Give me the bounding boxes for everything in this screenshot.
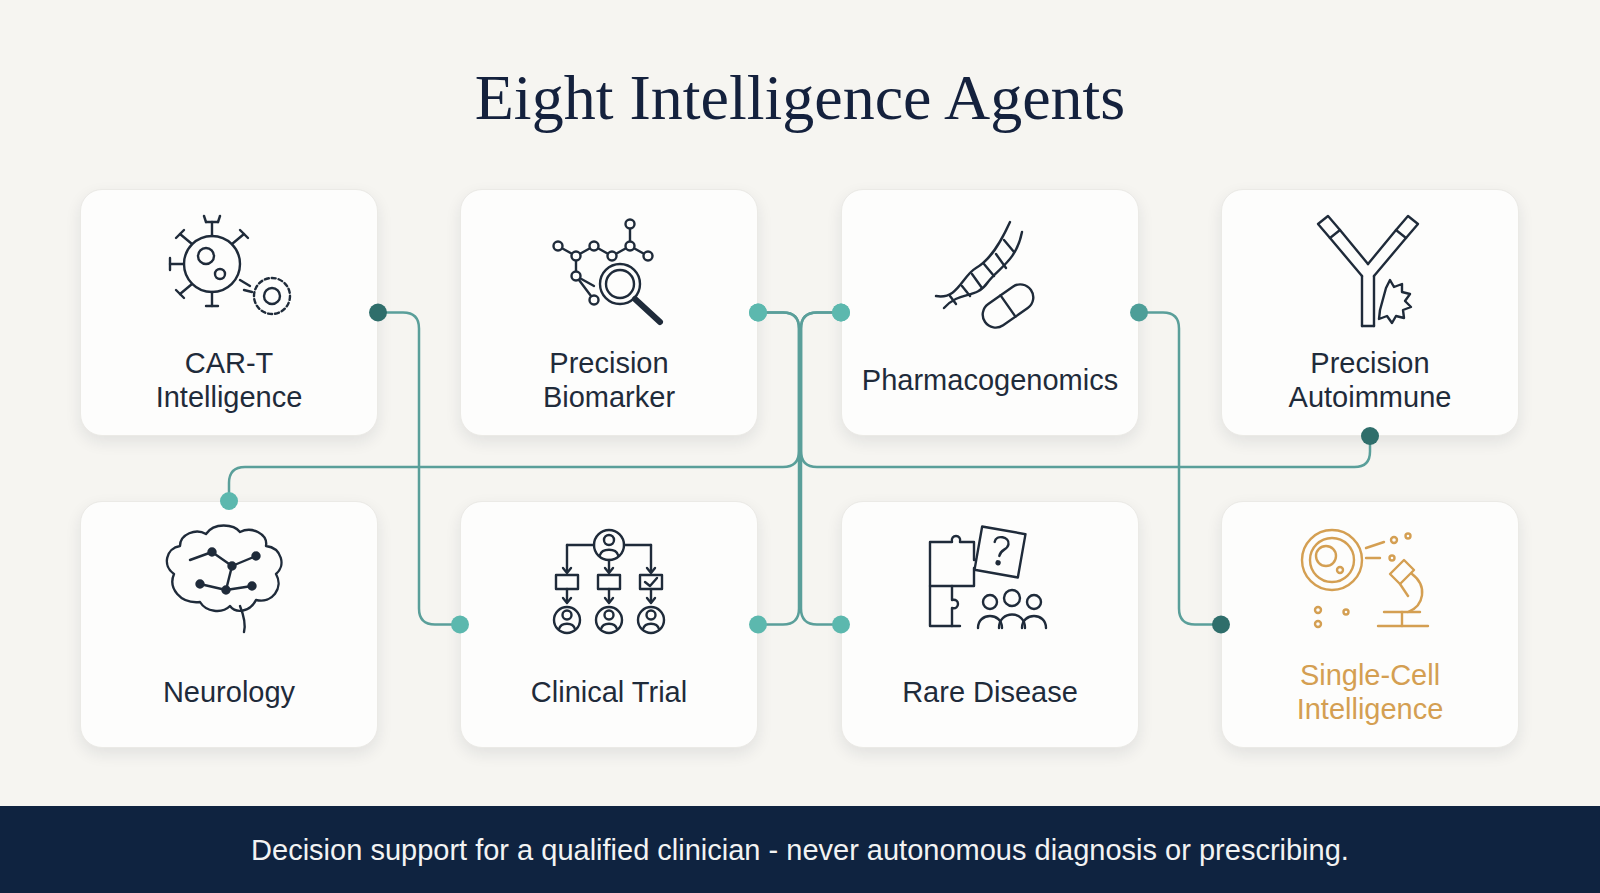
biomarker-icon (554, 220, 661, 323)
brain-icon (167, 526, 282, 633)
node-label: Neurology (163, 675, 295, 709)
diagram-title: Eight Intelligence Agents (0, 58, 1600, 138)
connector-line (1139, 313, 1221, 625)
agent-card: Precision Autoimmune (1221, 189, 1519, 436)
connector-dot (220, 492, 238, 510)
connector-dot (1361, 427, 1379, 445)
cell-microscope-icon (1302, 530, 1428, 627)
connector-line (758, 313, 799, 625)
trial-flow-icon (554, 530, 664, 633)
label-area: Rare Disease (842, 642, 1138, 742)
connector-dot (369, 304, 387, 322)
node-label: Clinical Trial (531, 675, 687, 709)
connector-dot (451, 616, 469, 634)
connector-dot (749, 304, 767, 322)
connector-dot (832, 304, 850, 322)
agent-card: CAR-T Intelligence (80, 189, 378, 436)
puzzle-people-icon (930, 527, 1046, 628)
disclaimer-band: Decision support for a qualified clinici… (0, 806, 1600, 893)
node-label: Decision support for a qualified clinici… (251, 832, 1349, 868)
agent-card: Neurology (80, 501, 378, 748)
connector-dot (832, 616, 850, 634)
agent-card: Clinical Trial (460, 501, 758, 748)
connector-dot (832, 304, 850, 322)
node-label: Rare Disease (902, 675, 1078, 709)
label-area: Pharmacogenomics (842, 330, 1138, 430)
connector-line (378, 313, 460, 625)
connector-dot (1212, 616, 1230, 634)
car-t-icon (170, 216, 290, 314)
agent-card: Pharmacogenomics (841, 189, 1139, 436)
node-label: Precision Autoimmune (1255, 346, 1485, 414)
node-label: Single-Cell Intelligence (1255, 658, 1485, 726)
connector-line (801, 313, 1370, 468)
node-label: Precision Biomarker (504, 346, 714, 414)
agent-card: Rare Disease (841, 501, 1139, 748)
connector-dot (749, 616, 767, 634)
agent-card: Single-Cell Intelligence (1221, 501, 1519, 748)
node-label: CAR-T Intelligence (124, 346, 334, 414)
connector-dot (749, 304, 767, 322)
label-area: Precision Biomarker (461, 330, 757, 430)
connector-dot (1130, 304, 1148, 322)
antibody-icon (1318, 216, 1418, 326)
dna-pill-icon (936, 222, 1038, 333)
agent-card: Precision Biomarker (460, 189, 758, 436)
label-area: Single-Cell Intelligence (1222, 642, 1518, 742)
label-area: Clinical Trial (461, 642, 757, 742)
label-area: Neurology (81, 642, 377, 742)
label-area: CAR-T Intelligence (81, 330, 377, 430)
connector-line (229, 313, 799, 502)
node-label: Pharmacogenomics (862, 363, 1118, 397)
label-area: Precision Autoimmune (1222, 330, 1518, 430)
connector-line (801, 313, 841, 625)
